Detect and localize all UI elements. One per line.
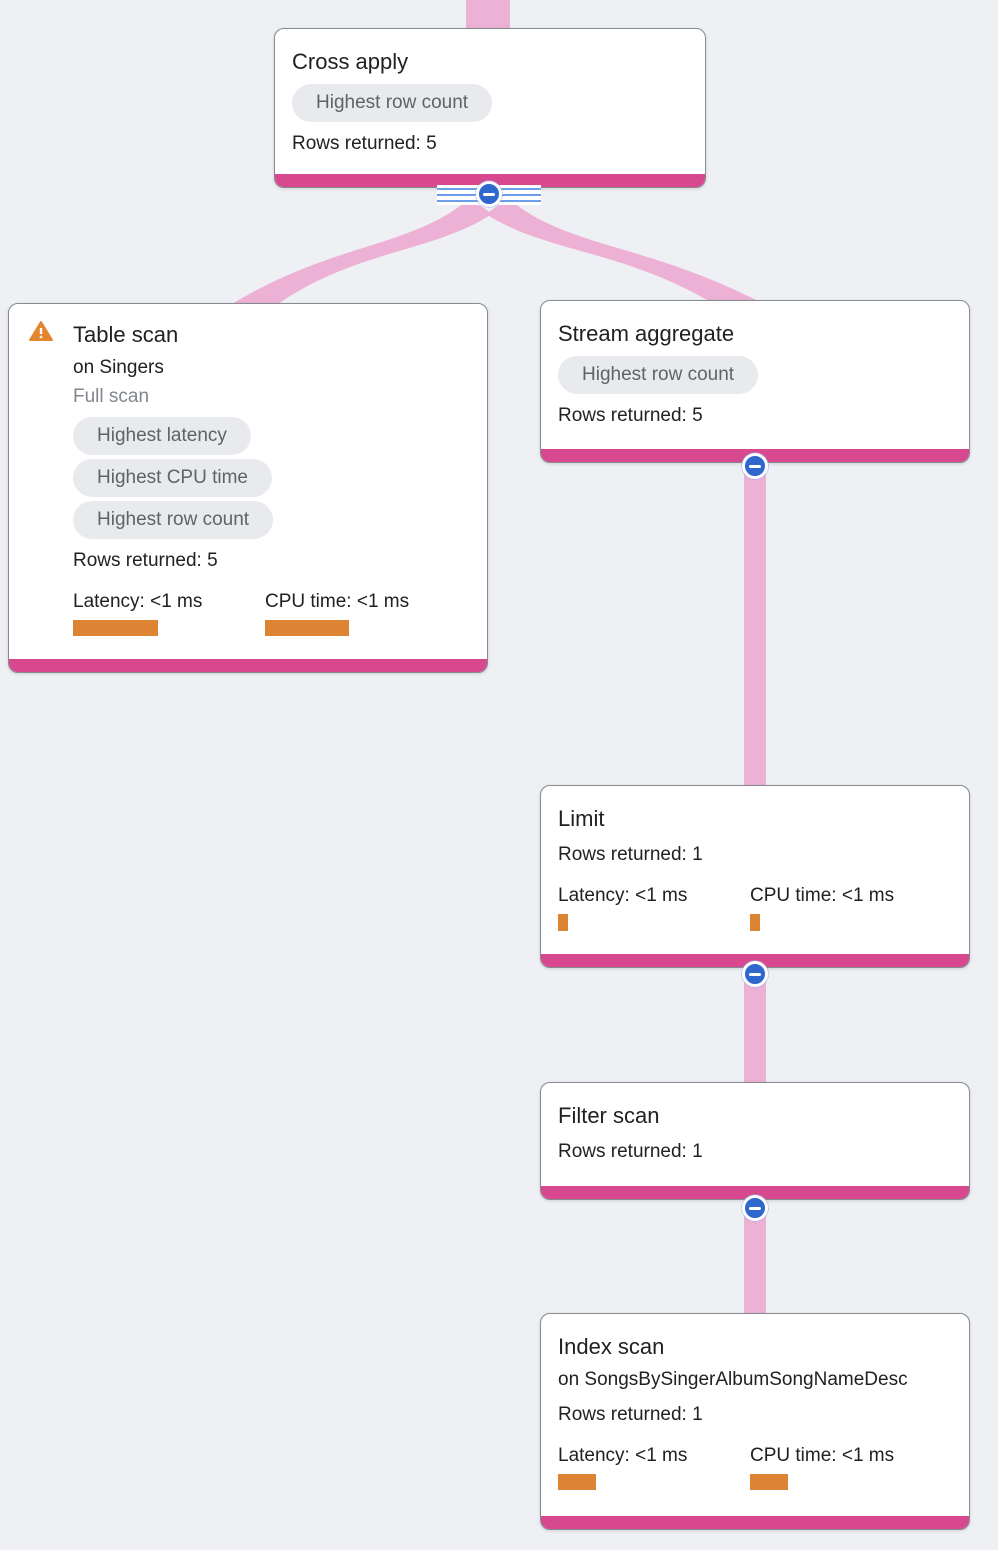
rows-returned: Rows returned: 5 xyxy=(558,405,703,426)
node-stream-aggregate[interactable]: Stream aggregate Highest row count Rows … xyxy=(540,300,970,463)
cpu-time-bar xyxy=(750,1474,788,1490)
node-title: Filter scan xyxy=(558,1103,660,1128)
collapse-button-stream-aggregate[interactable] xyxy=(741,452,769,480)
latency-label: Latency: <1 ms xyxy=(73,591,203,612)
rows-returned: Rows returned: 5 xyxy=(292,133,437,154)
node-title: Limit xyxy=(558,806,605,831)
badge-highest-row-count: Highest row count xyxy=(558,356,759,394)
collapse-button-filter-scan[interactable] xyxy=(741,1194,769,1222)
badge-highest-row-count: Highest row count xyxy=(73,501,274,539)
node-accent-bar xyxy=(9,659,487,672)
edge-cross-apply-to-table-scan xyxy=(232,198,492,304)
rows-returned: Rows returned: 1 xyxy=(558,844,703,865)
cpu-time-label: CPU time: <1 ms xyxy=(750,885,895,906)
node-table-scan[interactable]: Table scan on Singers Full scan Highest … xyxy=(8,303,488,673)
node-subtitle: on SongsBySingerAlbumSongNameDesc xyxy=(558,1369,908,1390)
node-index-scan[interactable]: Index scan on SongsBySingerAlbumSongName… xyxy=(540,1313,970,1530)
node-title: Index scan xyxy=(558,1334,665,1359)
minus-icon xyxy=(749,464,761,468)
collapse-button-cross-apply[interactable] xyxy=(475,180,503,208)
collapse-button-limit[interactable] xyxy=(741,960,769,988)
cpu-time-bar xyxy=(265,620,349,636)
edge-stream-aggregate-to-limit xyxy=(744,455,766,788)
node-title: Table scan xyxy=(73,322,179,347)
latency-bar xyxy=(558,1474,596,1490)
node-cross-apply[interactable]: Cross apply Highest row count Rows retur… xyxy=(274,28,706,188)
scan-note: Full scan xyxy=(73,386,150,407)
latency-label: Latency: <1 ms xyxy=(558,1445,688,1466)
warning-icon xyxy=(29,320,53,342)
minus-icon xyxy=(749,1206,761,1210)
latency-bar xyxy=(73,620,158,636)
edge-parent-to-cross-apply xyxy=(466,0,510,30)
rows-returned: Rows returned: 1 xyxy=(558,1141,703,1162)
node-filter-scan[interactable]: Filter scan Rows returned: 1 xyxy=(540,1082,970,1200)
node-title: Cross apply xyxy=(292,49,409,74)
minus-icon xyxy=(483,192,495,196)
latency-bar xyxy=(558,914,568,931)
rows-returned: Rows returned: 5 xyxy=(73,550,218,571)
badge-highest-row-count: Highest row count xyxy=(292,84,493,122)
node-accent-bar xyxy=(275,174,705,187)
cpu-time-label: CPU time: <1 ms xyxy=(265,591,410,612)
edge-cross-apply-to-stream-aggregate xyxy=(486,198,764,304)
latency-label: Latency: <1 ms xyxy=(558,885,688,906)
node-accent-bar xyxy=(541,1516,969,1529)
cpu-time-label: CPU time: <1 ms xyxy=(750,1445,895,1466)
node-title: Stream aggregate xyxy=(558,321,735,346)
rows-returned: Rows returned: 1 xyxy=(558,1404,703,1425)
badge-highest-latency: Highest latency xyxy=(73,417,251,455)
node-accent-bar xyxy=(541,1186,969,1199)
badge-highest-cpu-time: Highest CPU time xyxy=(73,459,272,497)
minus-icon xyxy=(749,972,761,976)
node-subtitle: on Singers xyxy=(73,357,164,378)
node-limit[interactable]: Limit Rows returned: 1 Latency: <1 ms CP… xyxy=(540,785,970,968)
cpu-time-bar xyxy=(750,914,760,931)
